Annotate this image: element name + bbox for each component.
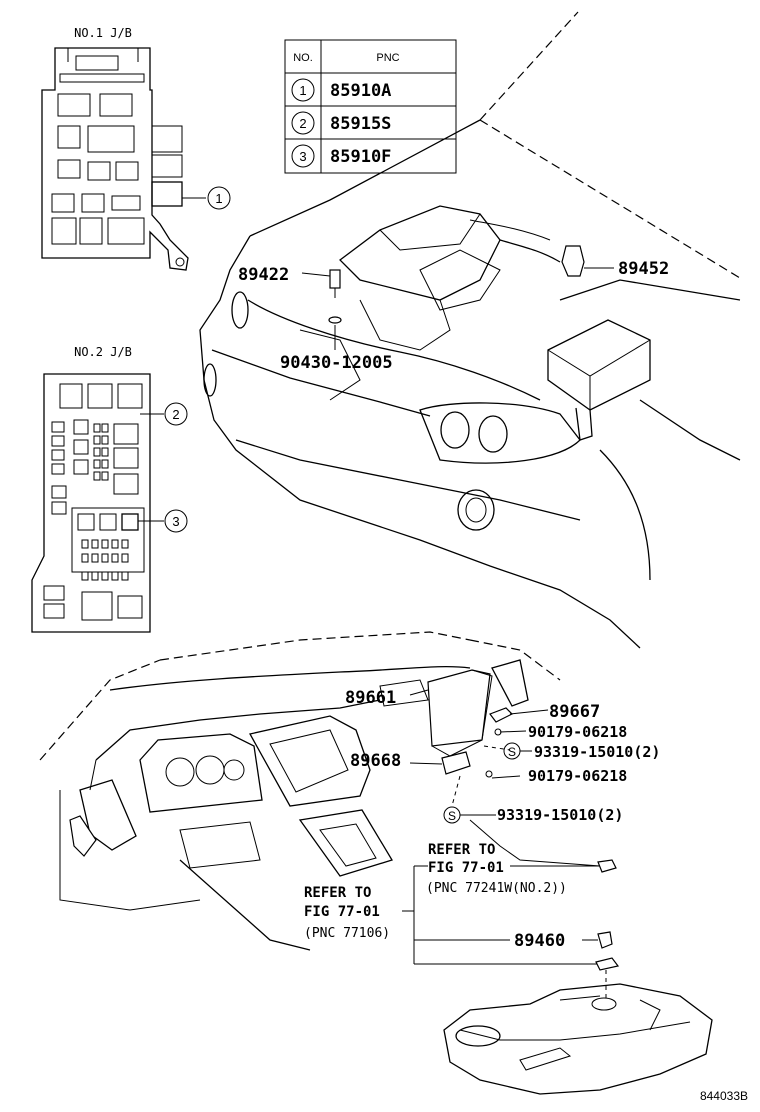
table-row-no: 2 [299,116,306,131]
s-mark: S [508,745,516,759]
part-number-90430-12005: 90430-12005 [280,353,393,373]
parts-table: NO. PNC 1 85910A 2 85915S 3 85910F [284,39,457,174]
s-mark: S [448,809,456,823]
refer-note-a-line1: REFER TO [428,842,495,858]
refer-note-b-line2: FIG 77-01 [304,904,380,920]
jb1-label: NO.1 J/B [74,26,132,40]
part-number-89460: 89460 [514,931,565,951]
part-number-89452: 89452 [618,259,669,279]
vehicle-front-view [199,11,741,649]
callout-2: 2 [172,407,179,422]
table-header-no: NO. [293,52,313,64]
part-number-93319-15010-a: 93319-15010(2) [534,743,660,761]
callout-3: 3 [172,514,179,529]
part-number-89661: 89661 [345,688,396,708]
table-row-pnc: 85910F [330,147,391,167]
table-row-pnc: 85910A [330,81,391,101]
jb2-label: NO.2 J/B [74,345,132,359]
refer-note-a-line2: FIG 77-01 [428,860,504,876]
junction-block-1: NO.1 J/B 1 [41,26,231,271]
table-row-no: 1 [299,83,306,98]
refer-note-a-line3: (PNC 77241W(NO.2)) [426,881,567,896]
part-number-89668: 89668 [350,751,401,771]
part-number-89422: 89422 [238,265,289,285]
part-number-90179-06218-b: 90179-06218 [528,767,627,785]
refer-note-b-line3: (PNC 77106) [304,926,390,941]
part-number-90179-06218-a: 90179-06218 [528,723,627,741]
table-row-pnc: 85915S [330,114,391,134]
part-number-93319-15010-b: 93319-15010(2) [497,806,623,824]
refer-note-b-line1: REFER TO [304,885,371,901]
table-header-pnc: PNC [376,52,399,64]
callout-1: 1 [215,191,222,206]
part-number-89667: 89667 [549,702,600,722]
junction-block-2: NO.2 J/B [31,345,188,633]
figure-id: 844033B [700,1089,748,1103]
fuel-tank [443,983,713,1095]
dashboard-view [39,631,601,951]
table-row-no: 3 [299,149,306,164]
